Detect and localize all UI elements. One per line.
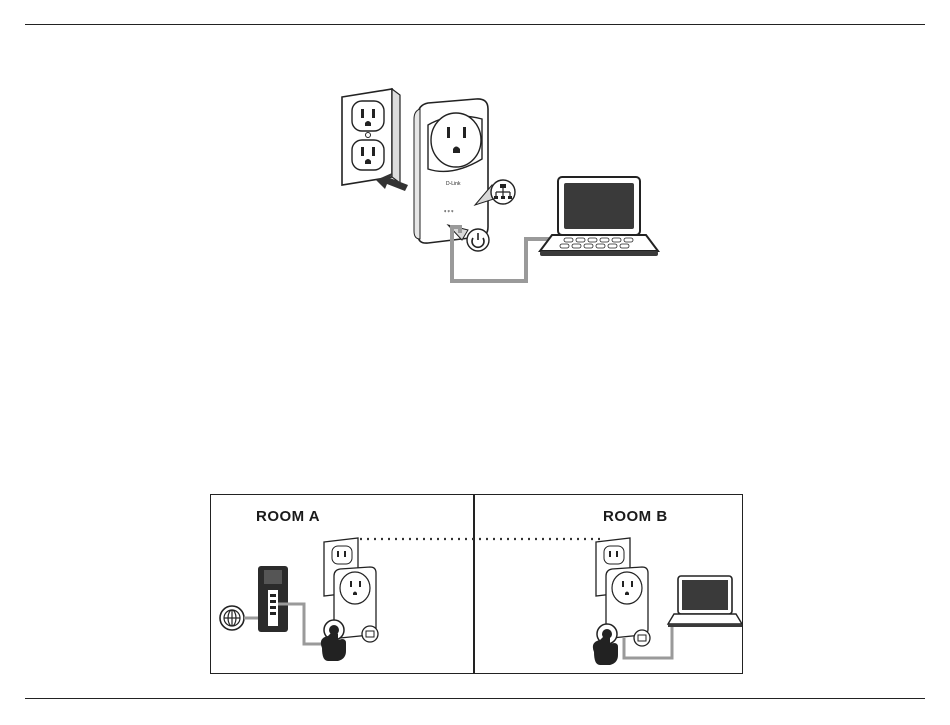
rooms-illustration [212, 530, 742, 672]
svg-text:ᵠ ᵠ ᵠ: ᵠ ᵠ ᵠ [444, 209, 454, 215]
network-port-icon [362, 626, 378, 642]
adapter-brand-text: D-Link [446, 181, 461, 187]
laptop-icon [540, 177, 658, 256]
room-a-label: ROOM A [256, 508, 320, 525]
bottom-rule [25, 698, 925, 699]
wall-outlet-icon [342, 89, 400, 185]
network-port-icon [634, 630, 650, 646]
globe-icon [220, 606, 244, 630]
powerline-adapter-icon: D-Link ᵠ ᵠ ᵠ [414, 99, 488, 243]
top-rule [25, 24, 925, 25]
room-b-label: ROOM B [603, 508, 668, 525]
laptop-icon [668, 576, 742, 627]
router-icon [258, 566, 288, 632]
setup-illustration: D-Link ᵠ ᵠ ᵠ [330, 85, 660, 290]
